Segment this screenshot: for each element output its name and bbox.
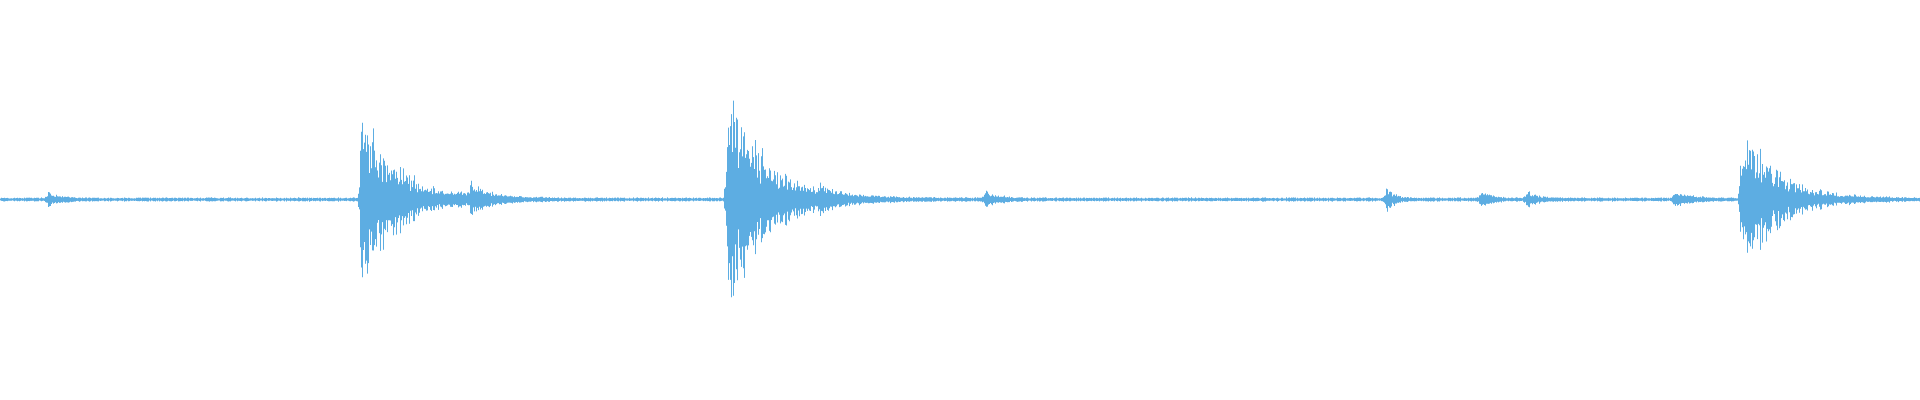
waveform-trace — [0, 100, 1920, 298]
waveform-samples — [0, 100, 1920, 298]
